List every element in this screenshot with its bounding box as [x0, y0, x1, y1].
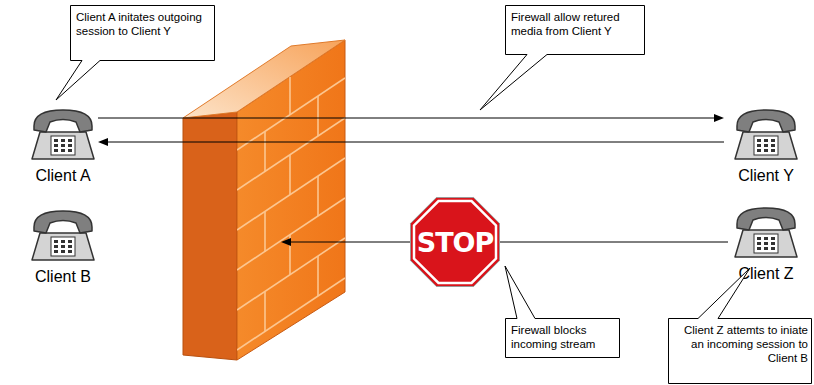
- callout-box: Client A initates outgoing session to Cl…: [70, 5, 215, 61]
- callout-box: Firewall allow retured media from Client…: [505, 5, 645, 55]
- phone-client: Client B: [28, 203, 98, 291]
- callout-text: Firewall blocks incoming stream: [505, 318, 620, 356]
- callout-box: Firewall blocks incoming stream: [505, 318, 620, 358]
- client-label: Client B: [35, 267, 91, 286]
- media-stream-arrow: [98, 138, 724, 146]
- phone-icon: [733, 102, 799, 162]
- phone-icon: [30, 102, 96, 162]
- stop-text: STOP: [417, 227, 494, 258]
- phone-icon: [30, 203, 96, 263]
- callout-text: Client Z attemts to iniate an incoming s…: [668, 318, 812, 370]
- phone-client: Client A: [28, 102, 98, 190]
- media-stream-arrow: [98, 114, 724, 122]
- phone-icon: [733, 200, 799, 260]
- phone-client: Client Y: [724, 102, 808, 190]
- phone-client: Client Z: [724, 200, 808, 288]
- client-label: Client A: [35, 166, 90, 185]
- callout-text: Client A initates outgoing session to Cl…: [70, 5, 215, 43]
- callout-text: Firewall allow retured media from Client…: [505, 5, 645, 43]
- callout-box: Client Z attemts to iniate an incoming s…: [668, 318, 812, 384]
- blocked-stream-arrow: [281, 238, 728, 246]
- stop-sign: STOP: [410, 197, 500, 287]
- firewall-wall: [183, 40, 345, 360]
- client-label: Client Y: [738, 166, 794, 185]
